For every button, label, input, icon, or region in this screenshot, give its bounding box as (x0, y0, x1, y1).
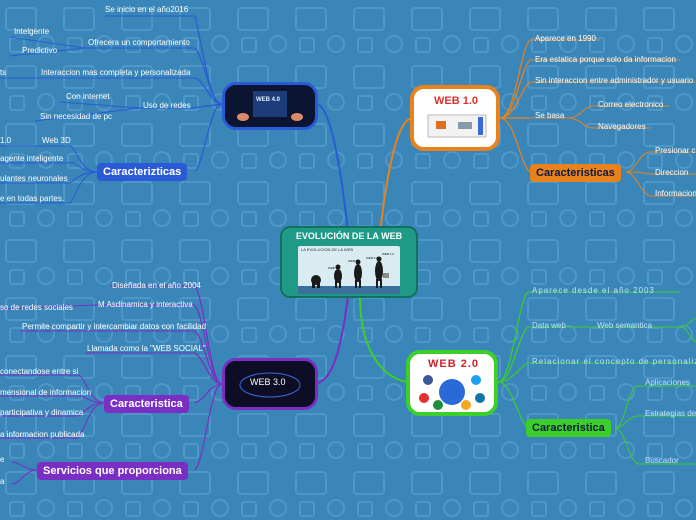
web1-item-email[interactable]: Correo electronico (598, 100, 664, 109)
web1-char-item-address[interactable]: Direccion (655, 168, 689, 177)
web3-image (225, 361, 315, 407)
web2-item-data-web[interactable]: Data web (532, 321, 566, 330)
web3-char-item-connecting[interactable]: conectandose entre si (0, 367, 79, 376)
web4-image-label: WEB 4.0 (256, 97, 281, 103)
web2-image-label: WEB 2.0 (428, 358, 480, 370)
web3-service-item-2[interactable]: a (0, 477, 5, 486)
web4-item-interaction[interactable]: Interaccion mas completa y personalizada (41, 68, 191, 77)
web2-char-item-strategies[interactable]: Estrategias de (645, 409, 696, 418)
center-image-caption: LA EVOLUCIÓN DE LA WEB (301, 247, 354, 252)
stage-label-4: WEB 4.0 (382, 252, 394, 256)
web2-item-semantic[interactable]: Web semantica (597, 321, 652, 330)
center-title: EVOLUCIÓN DE LA WEB (295, 231, 403, 241)
web3-item-social-web[interactable]: Llamada como la "WEB SOCIAL" (87, 344, 206, 353)
web2-node[interactable]: WEB 2.0 (406, 350, 498, 416)
web3-item-designed[interactable]: Diseñada en el año 2004 (112, 281, 201, 290)
web4-image (225, 85, 315, 127)
web3-char-item-participative[interactable]: participativa y dinamica (0, 408, 84, 417)
web4-char-item-neural[interactable]: ulantes neuronales (0, 174, 68, 183)
web3-item-share[interactable]: Permite compartir y intercambiar datos c… (22, 322, 207, 331)
web2-char-item-search[interactable]: Buscador (645, 456, 679, 465)
web3-services-header[interactable]: Servicios que proporciona (37, 462, 188, 480)
web1-image-label: WEB 1.0 (434, 95, 479, 107)
web3-image-label: WEB 3.0 (250, 377, 286, 387)
web2-char-item-apps[interactable]: Aplicaciones (645, 378, 690, 387)
web4-node[interactable]: WEB 4.0 (222, 82, 318, 130)
web4-item-networks[interactable]: Uso de redes (143, 101, 191, 110)
web2-item-2003[interactable]: Aparece desde el año 2003 (532, 286, 655, 295)
web1-char-item-information[interactable]: Informacion (655, 189, 696, 198)
web1-char-item-press[interactable]: Presionar c (655, 146, 696, 155)
web3-characteristics-header[interactable]: Caracteristica (104, 395, 189, 413)
web1-item-browsers[interactable]: Navegadores (598, 122, 646, 131)
web4-char-item-everywhere[interactable]: e en todas partes. (0, 194, 65, 203)
web2-characteristics-header[interactable]: Caracteristica (526, 419, 611, 437)
web3-item-social[interactable]: so de redes sociales (0, 303, 73, 312)
web4-item-predictive[interactable]: Predictivo (22, 46, 58, 55)
web1-node[interactable]: WEB 1.0 (410, 85, 500, 151)
web3-item-dynamic[interactable]: M Asdinamica y interactiva (98, 300, 193, 309)
stage-label-3: WEB 3.0 (366, 256, 378, 260)
web2-item-personalization[interactable]: Relacionar el concepto de personalizacio… (532, 357, 696, 366)
web3-char-item-published[interactable]: a informacion publicada (0, 430, 85, 439)
web1-item-no-interaction[interactable]: Sin interaccion entre administrador y us… (535, 76, 694, 85)
web4-item-started[interactable]: Se inicio en el año2016 (105, 5, 189, 14)
stage-label-1: WEB 1.0 (328, 266, 340, 270)
web2-image (419, 375, 485, 410)
web1-item-1990[interactable]: Aparece en 1990 (535, 34, 596, 43)
center-image: LA EVOLUCIÓN DE LA WEB WEB 1.0 WEB 2.0 W… (298, 246, 400, 294)
web4-item-intelligent[interactable]: Intelgente (14, 27, 50, 36)
web4-characteristics-header[interactable]: Caracterizticas (97, 163, 188, 181)
web4-item-no-pc[interactable]: Sin necesidad de pc (40, 112, 113, 121)
web1-image (427, 114, 487, 138)
web1-characteristics-header[interactable]: Caracteristicas (530, 164, 621, 182)
web4-char-item-3d[interactable]: Web 3D (42, 136, 71, 145)
web4-char-item-1[interactable]: 1.0 (0, 136, 12, 145)
web4-char-item-agent[interactable]: agente inteligente (0, 154, 64, 163)
evolution-figures (298, 256, 400, 294)
web3-service-item-1[interactable]: e (0, 455, 5, 464)
stage-label-2: WEB 2.0 (348, 259, 360, 263)
web3-char-item-dimensional[interactable]: mensional de informacion (0, 388, 92, 397)
web1-item-based-on[interactable]: Se basa (535, 111, 565, 120)
web4-item-ts[interactable]: ts (0, 68, 7, 77)
web4-item-internet[interactable]: Con internet (66, 92, 110, 101)
center-node[interactable]: EVOLUCIÓN DE LA WEB LA EVOLUCIÓN DE LA W… (280, 226, 418, 298)
web1-item-static[interactable]: Era estatica porque solo da informacion (535, 55, 676, 64)
web4-item-behavior[interactable]: Ofrecera un comportamiento (88, 38, 190, 47)
web3-node[interactable]: WEB 3.0 (222, 358, 318, 410)
